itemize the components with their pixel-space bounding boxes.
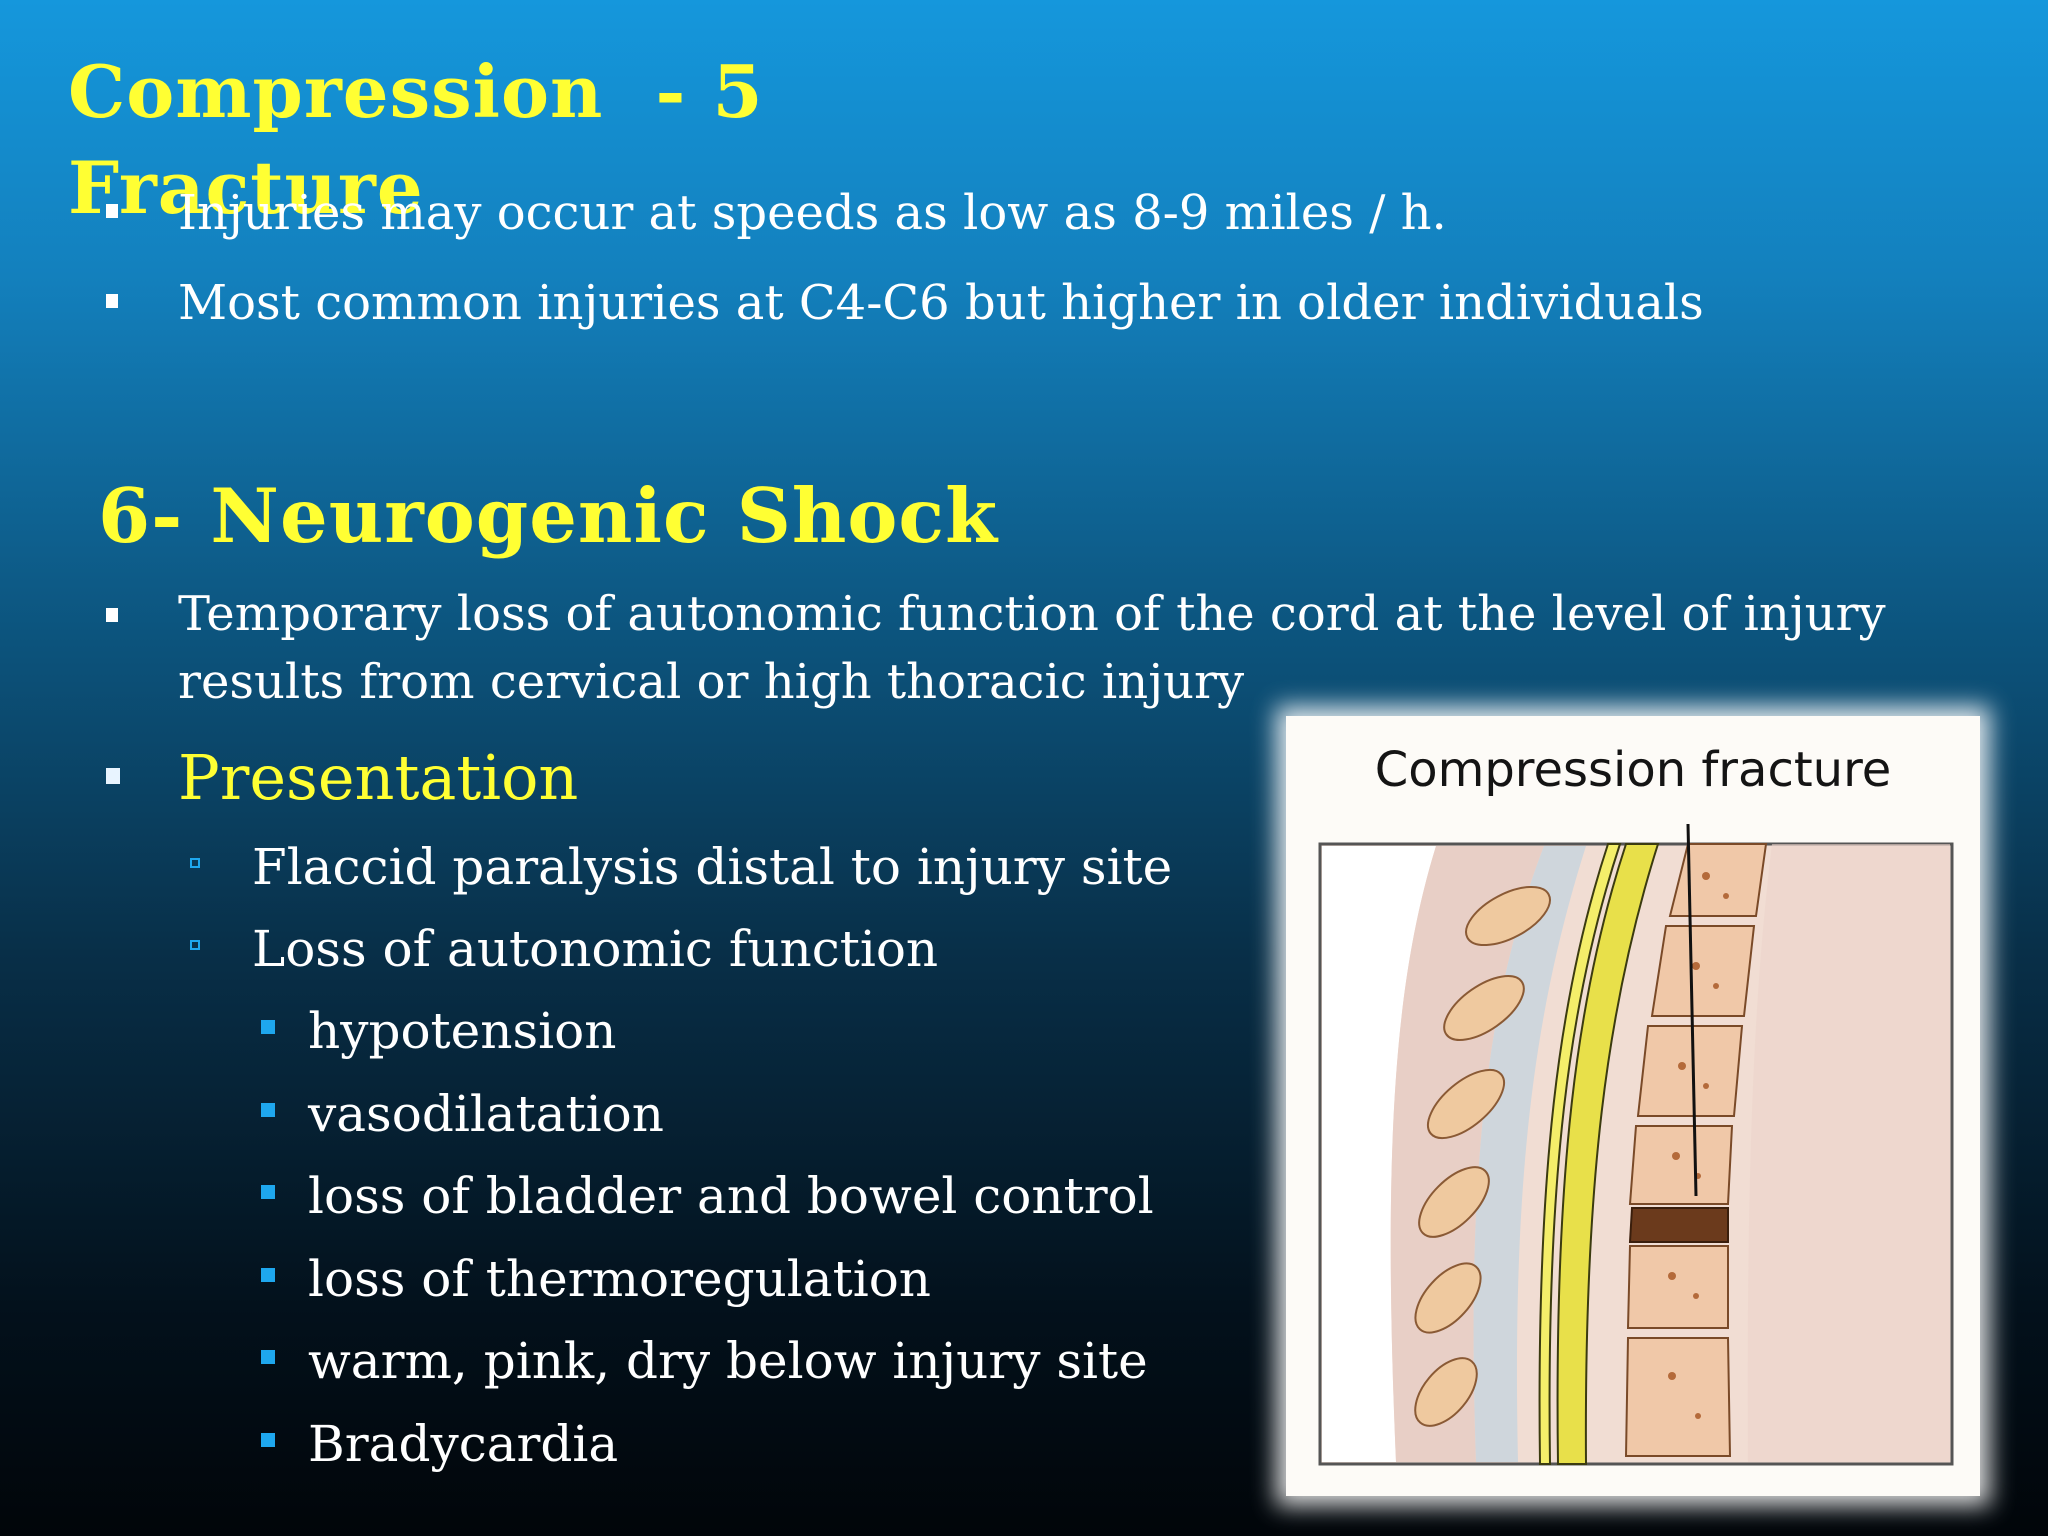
spine-illustration: Compression fracture xyxy=(1286,716,1980,1496)
list-item: vasodilatation xyxy=(258,1073,1154,1156)
list-item: Injuries may occur at speeds as low as 8… xyxy=(104,168,2004,258)
slide-title: Compression - 5 Fracture xyxy=(68,44,828,236)
bullet-text: vasodilatation xyxy=(308,1084,664,1143)
bullet-text: loss of thermoregulation xyxy=(308,1249,931,1308)
bullet-text: Flaccid paralysis distal to injury site xyxy=(252,838,1173,896)
hollow-square-bullet-icon xyxy=(190,940,200,950)
square-bullet-icon xyxy=(261,1350,275,1364)
bullet-text: Temporary loss of autonomic function of … xyxy=(178,586,1886,710)
list-item: loss of bladder and bowel control xyxy=(258,1155,1154,1238)
title-line-1: Compression - 5 xyxy=(68,49,764,134)
list-item: Presentation xyxy=(104,738,578,818)
list-item: Bradycardia xyxy=(258,1403,1154,1486)
presentation-list: Presentation xyxy=(104,738,578,818)
square-bullet-icon xyxy=(106,768,120,784)
bullet-text: hypotension xyxy=(308,1002,617,1060)
top-bullet-list: Injuries may occur at speeds as low as 8… xyxy=(104,168,2004,348)
square-bullet-icon xyxy=(106,204,118,218)
list-item: warm, pink, dry below injury site xyxy=(258,1320,1154,1403)
square-bullet-icon xyxy=(261,1020,275,1034)
presentation-sublist: Flaccid paralysis distal to injury site … xyxy=(186,826,1172,990)
square-bullet-icon xyxy=(106,294,118,308)
square-bullet-icon xyxy=(261,1185,275,1199)
square-bullet-icon xyxy=(261,1267,275,1282)
figure-caption: Compression fracture xyxy=(1374,742,1892,798)
list-item: Most common injuries at C4-C6 but higher… xyxy=(104,258,2004,348)
bullet-text: Bradycardia xyxy=(308,1414,619,1473)
bullet-text: warm, pink, dry below injury site xyxy=(308,1332,1148,1390)
bullet-text: Loss of autonomic function xyxy=(252,920,939,978)
list-item: Loss of autonomic function xyxy=(186,908,1172,990)
bullet-text: loss of bladder and bowel control xyxy=(308,1167,1154,1225)
square-bullet-icon xyxy=(106,608,118,622)
list-item: hypotension xyxy=(258,990,1154,1073)
presentation-label: Presentation xyxy=(178,741,579,814)
square-bullet-icon xyxy=(261,1102,275,1117)
spine-drawing xyxy=(1318,823,1954,1466)
bullet-text: Injuries may occur at speeds as low as 8… xyxy=(178,185,1447,241)
section-heading: 6- Neurogenic Shock xyxy=(98,472,999,560)
square-bullet-icon xyxy=(261,1432,275,1447)
list-item: Flaccid paralysis distal to injury site xyxy=(186,826,1172,908)
definition-list: Temporary loss of autonomic function of … xyxy=(104,580,2024,716)
list-item: loss of thermoregulation xyxy=(258,1238,1154,1321)
title-line-2: Fracture xyxy=(68,145,424,230)
list-item: Temporary loss of autonomic function of … xyxy=(104,580,2024,716)
autonomic-sublist: hypotension vasodilatation loss of bladd… xyxy=(258,990,1154,1485)
hollow-square-bullet-icon xyxy=(190,858,200,868)
bullet-text: Most common injuries at C4-C6 but higher… xyxy=(178,275,1704,331)
